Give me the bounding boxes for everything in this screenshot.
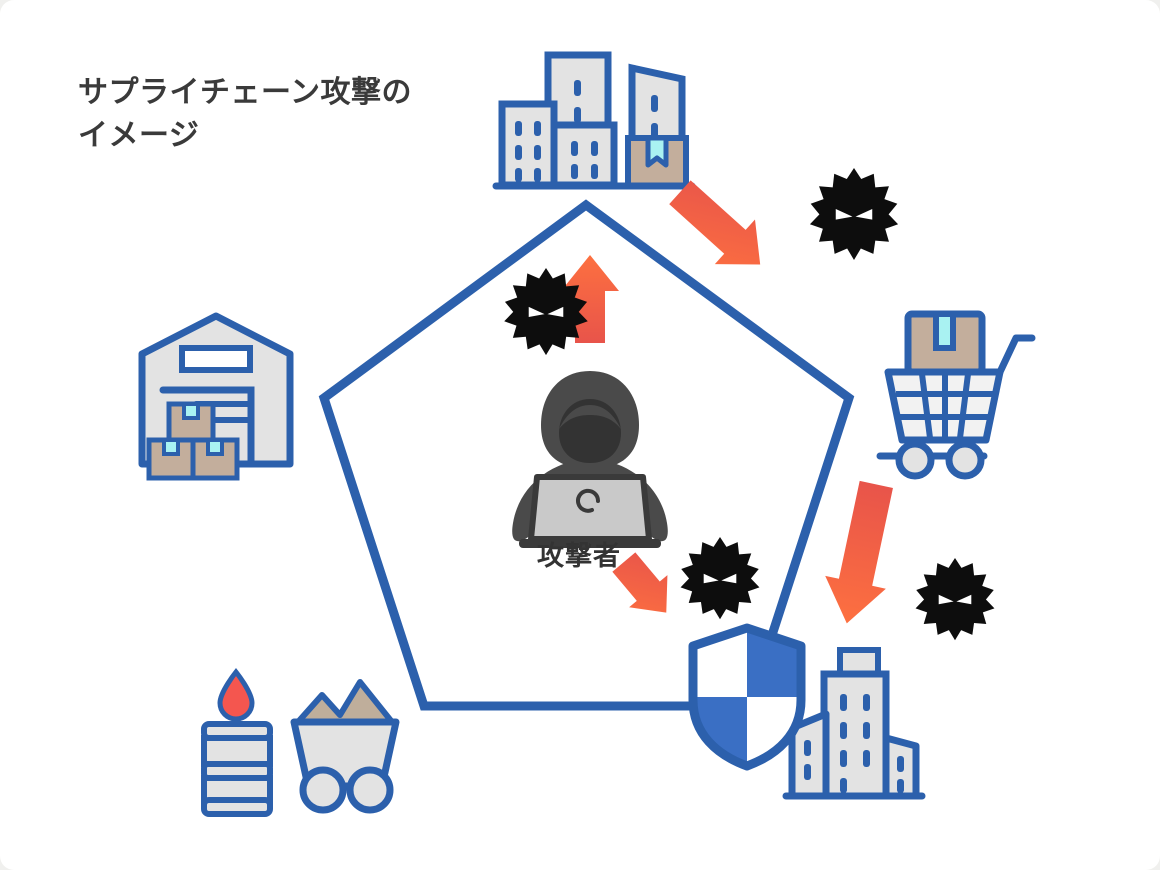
arrow-to-shield [612, 552, 668, 613]
oil-barrel-and-mining-cart-icon [201, 667, 400, 817]
malware-virus-icon [809, 168, 899, 260]
shopping-cart-with-box-icon [876, 310, 1036, 480]
hooded-hacker-with-laptop-icon [512, 371, 668, 548]
pentagon-perimeter [318, 199, 855, 711]
arrow-factory-inbound [669, 180, 761, 265]
factory-buildings-with-box-icon [492, 51, 696, 190]
arrow-cart-to-enterprise [825, 480, 893, 624]
malware-virus-icon [915, 558, 995, 641]
malware-virus-icon [680, 537, 760, 620]
warehouse-with-boxes-icon [138, 312, 294, 481]
security-shield-icon [688, 623, 806, 771]
office-buildings-icon [782, 647, 926, 800]
